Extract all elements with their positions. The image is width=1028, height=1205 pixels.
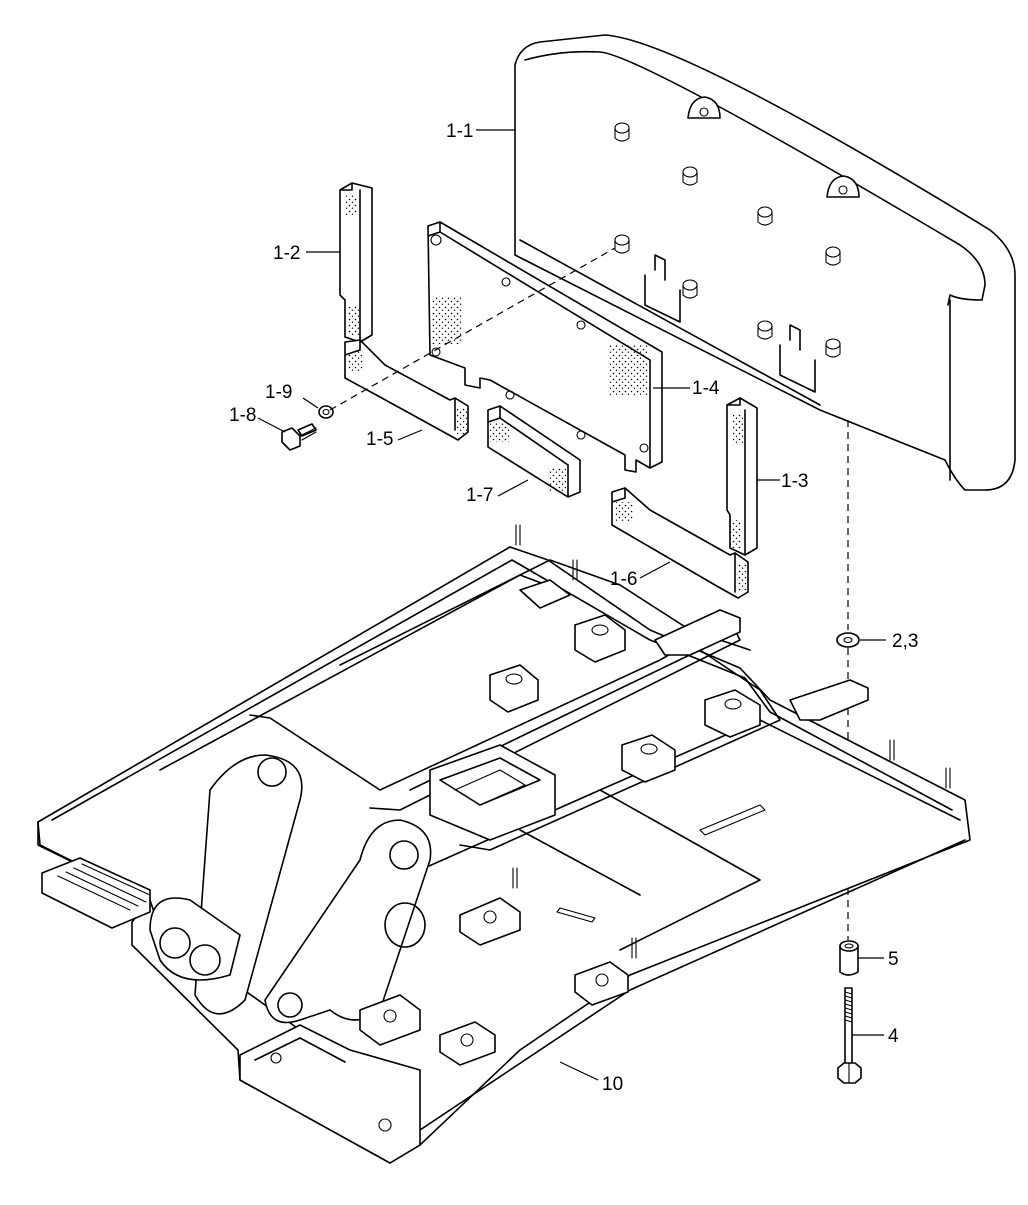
label-1-9: 1-9 [265,382,292,403]
label-2-3: 2,3 [892,631,918,652]
label-1-5: 1-5 [366,429,393,450]
label-1-2: 1-2 [273,243,300,264]
label-1-7: 1-7 [466,485,493,506]
part-2-3-washer [836,632,860,648]
part-1-6 [611,487,749,599]
part-5-spacer [839,940,859,976]
label-1-3: 1-3 [781,471,808,492]
label-1-8: 1-8 [229,405,256,426]
part-1-5 [344,339,469,441]
label-5: 5 [888,949,899,970]
part-1-8-bolt [281,423,317,451]
part-1-9-washer [318,405,334,419]
part-4-bolt [837,987,862,1084]
label-1-4: 1-4 [692,378,720,399]
leader-lines [257,129,886,1081]
counterweight [514,34,1016,491]
label-1-6: 1-6 [610,569,637,590]
label-4: 4 [888,1026,899,1047]
part-1-7 [487,405,581,498]
part-1-2 [339,182,373,343]
part-1-4 [427,221,663,473]
part-1-3 [726,397,758,556]
label-10: 10 [602,1074,623,1095]
label-1-1: 1-1 [446,121,473,142]
upper-frame [37,524,971,1164]
